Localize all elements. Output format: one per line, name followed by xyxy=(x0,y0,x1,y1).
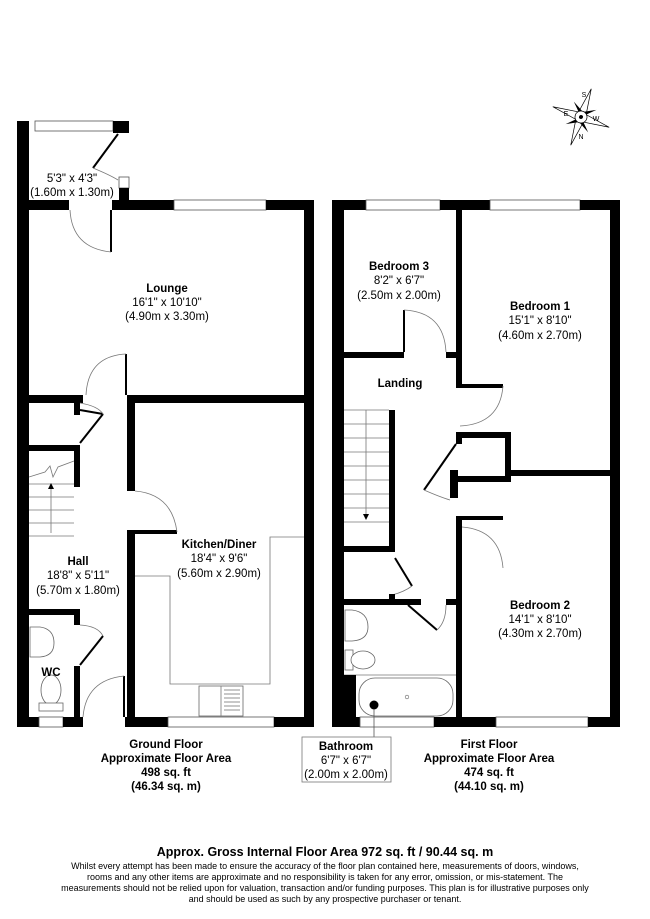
lounge-label: Lounge xyxy=(146,283,188,295)
bedroom2-dimensions-imperial: 14'1" x 8'10" xyxy=(508,614,571,626)
first-floor-subtitle: Approximate Floor Area xyxy=(424,753,555,765)
bedroom2-dimensions-metric: (4.30m x 2.70m) xyxy=(498,628,582,640)
bathroom-dimensions-imperial: 6'7" x 6'7" xyxy=(321,755,371,767)
bathroom-dimensions-metric: (2.00m x 2.00m) xyxy=(304,769,388,781)
porch-dimensions-imperial: 5'3" x 4'3" xyxy=(47,173,97,185)
bedroom1-dimensions-metric: (4.60m x 2.70m) xyxy=(498,330,582,342)
kitchen-dimensions-imperial: 18'4" x 9'6" xyxy=(191,553,248,565)
lounge-dimensions-imperial: 16'1" x 10'10" xyxy=(132,297,201,309)
disclaimer-text: Whilst every attempt has been made to en… xyxy=(61,861,589,904)
bedroom3-dimensions-metric: (2.50m x 2.00m) xyxy=(357,290,441,302)
compass-rose-icon xyxy=(552,88,610,146)
ground-floor-area-sqft: 498 sq. ft xyxy=(141,767,191,779)
first-stairs xyxy=(344,409,395,547)
compass-label-w: W xyxy=(593,116,600,123)
ground-floor-subtitle: Approximate Floor Area xyxy=(101,753,232,765)
compass-label-s: S xyxy=(582,92,587,99)
hall-label: Hall xyxy=(67,556,88,568)
hall-dimensions-imperial: 18'8" x 5'11" xyxy=(47,570,109,582)
ground-floor-plan xyxy=(17,120,314,728)
compass-label-n: N xyxy=(578,134,583,141)
bedroom1-label: Bedroom 1 xyxy=(510,301,571,313)
wc-basin-icon xyxy=(29,626,55,658)
porch-dimensions-metric: (1.60m x 1.30m) xyxy=(30,187,114,199)
gross-floor-area-total: Approx. Gross Internal Floor Area 972 sq… xyxy=(156,845,494,859)
wc-toilet-icon xyxy=(40,674,62,706)
ground-floor-area-sqm: (46.34 sq. m) xyxy=(131,781,201,793)
wc-label: WC xyxy=(41,667,60,679)
first-floor-area-sqft: 474 sq. ft xyxy=(464,767,514,779)
first-floor-plan xyxy=(301,199,620,783)
bedroom3-label: Bedroom 3 xyxy=(369,261,429,273)
landing-label: Landing xyxy=(378,378,423,390)
kitchen-dimensions-metric: (5.60m x 2.90m) xyxy=(177,568,261,580)
bath-basin-icon xyxy=(344,609,369,642)
bedroom1-dimensions-imperial: 15'1" x 8'10" xyxy=(508,315,571,327)
bath-toilet-icon xyxy=(350,650,376,670)
lounge-dimensions-metric: (4.90m x 3.30m) xyxy=(125,311,209,323)
first-floor-area-sqm: (44.10 sq. m) xyxy=(454,781,524,793)
bedroom2-label: Bedroom 2 xyxy=(510,600,570,612)
compass-label-e: E xyxy=(564,111,569,118)
ground-floor-title: Ground Floor xyxy=(129,739,203,751)
hall-dimensions-metric: (5.70m x 1.80m) xyxy=(36,585,120,597)
ground-stairs xyxy=(28,460,75,537)
bathroom-label: Bathroom xyxy=(319,741,373,753)
first-floor-title: First Floor xyxy=(461,739,518,751)
kitchen-label: Kitchen/Diner xyxy=(182,539,257,551)
bathroom-callout-box xyxy=(301,736,392,783)
bedroom3-dimensions-imperial: 8'2" x 6'7" xyxy=(374,275,424,287)
